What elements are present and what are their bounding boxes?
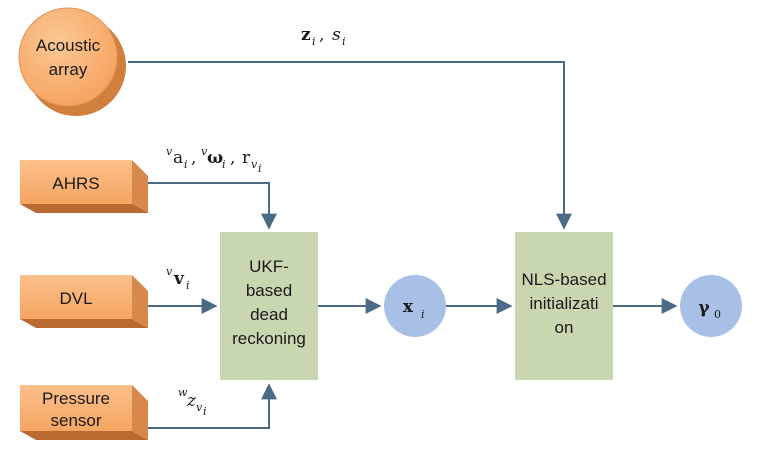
label-s: s xyxy=(332,25,341,45)
pressure-sensor-label-line1: Pressure xyxy=(42,389,110,408)
label-omega-sup: v xyxy=(201,145,208,158)
label-comma-1: , xyxy=(191,148,196,168)
label-comma-2: , xyxy=(230,148,235,168)
output-node: γ 0 xyxy=(680,275,742,337)
edge-label-acoustic: z i , s i xyxy=(301,25,346,48)
ukf-node: UKF- based dead reckoning xyxy=(220,232,318,380)
label-pz-sub: v xyxy=(196,401,203,414)
edge-label-ahrs: v a i , v ω i , r v i xyxy=(166,145,262,175)
label-r-sub: v xyxy=(251,158,258,171)
ukf-label-line1: UKF- xyxy=(249,257,289,276)
acoustic-array-node: Acoustic array xyxy=(18,7,126,116)
label-r-subsub: i xyxy=(258,162,262,175)
nls-label-line1: NLS-based xyxy=(521,270,606,289)
pressure-sensor-node: Pressure sensor xyxy=(20,385,148,440)
acoustic-array-label-line1: Acoustic xyxy=(36,36,101,55)
pressure-sensor-label-line2: sensor xyxy=(50,411,101,430)
edge-ahrs-to-ukf xyxy=(148,182,277,230)
acoustic-array-label-line2: array xyxy=(49,60,88,79)
edge-acoustic-to-nls xyxy=(128,61,572,230)
label-omega-sub: i xyxy=(222,158,226,171)
label-v-sub: i xyxy=(186,279,190,292)
ukf-label-line3: dead xyxy=(250,305,288,324)
ahrs-label: AHRS xyxy=(52,174,99,193)
label-pz-subsub: i xyxy=(203,405,207,418)
label-omega: ω xyxy=(207,148,223,168)
dvl-label: DVL xyxy=(59,289,92,308)
label-v: v xyxy=(173,269,185,289)
edge-pressure-to-ukf xyxy=(148,383,277,429)
label-z-sub: i xyxy=(312,35,316,48)
label-pz-sup: w xyxy=(178,386,188,399)
edge-label-pressure: w z v i xyxy=(178,386,207,418)
dvl-node: DVL xyxy=(20,275,148,328)
ahrs-node: AHRS xyxy=(20,160,148,213)
ukf-label-line2: based xyxy=(246,281,292,300)
label-pz: z xyxy=(186,391,197,411)
ukf-label-line4: reckoning xyxy=(232,329,306,348)
nls-label-line3: on xyxy=(555,318,574,337)
nls-node: NLS-based initializati on xyxy=(515,232,613,380)
label-r: r xyxy=(242,148,251,168)
label-a: a xyxy=(173,148,183,168)
label-a-sup: v xyxy=(166,145,173,158)
nls-label-line2: initializati xyxy=(530,294,599,313)
label-v-sup: v xyxy=(166,265,173,278)
label-comma: , xyxy=(319,25,324,45)
output-symbol: γ xyxy=(698,298,710,318)
state-subscript: i xyxy=(421,308,425,321)
label-s-sub: i xyxy=(342,35,346,48)
label-a-sub: i xyxy=(184,158,188,171)
state-node: x i xyxy=(384,275,446,337)
edge-label-dvl: v v i xyxy=(166,265,190,292)
state-symbol: x xyxy=(403,297,414,317)
output-subscript: 0 xyxy=(714,308,721,321)
label-z: z xyxy=(301,25,311,45)
